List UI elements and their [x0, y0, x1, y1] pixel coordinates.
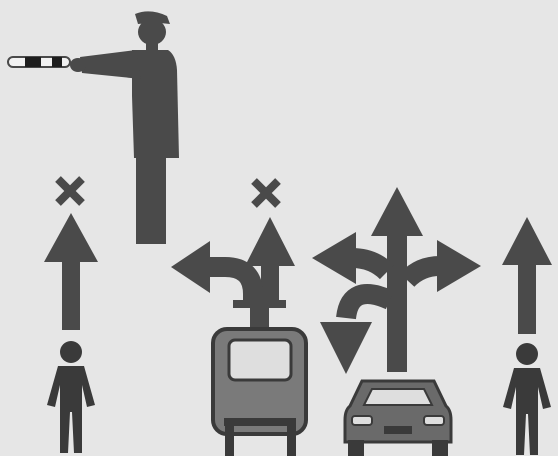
- officer-torso: [132, 50, 179, 158]
- officer-head: [138, 19, 166, 45]
- officer-neck: [146, 42, 158, 50]
- baton-icon: [8, 57, 70, 67]
- officer-hand: [70, 58, 86, 72]
- officer-legs: [136, 156, 166, 244]
